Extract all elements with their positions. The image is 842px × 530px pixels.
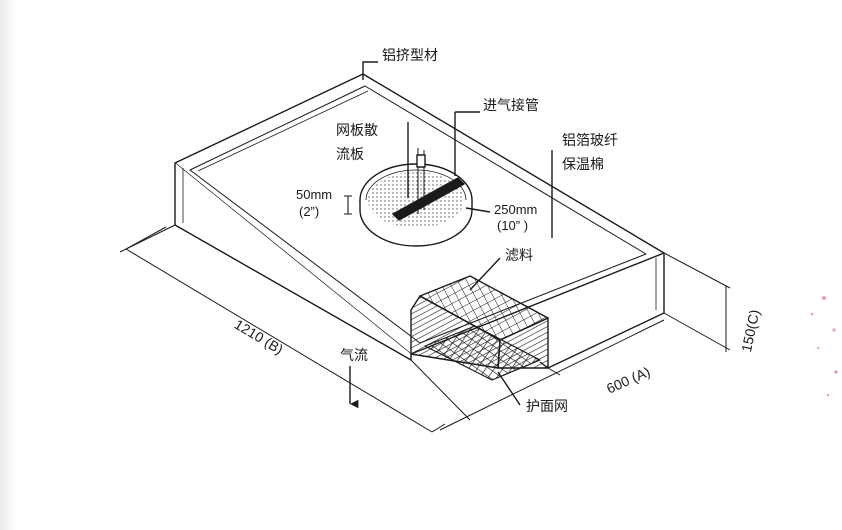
dim-collar-diameter-mm: 250mm: [494, 202, 538, 217]
dim-collar-diameter-in: (10” ): [497, 218, 529, 233]
dim-a-line: [439, 319, 665, 431]
diffuser-bar: [392, 177, 465, 221]
box-top-rim: [189, 85, 647, 344]
label-protective-mesh: 护面网: [526, 399, 568, 415]
label-aluminum-profile: 铝挤型材: [382, 48, 438, 64]
dim-collar-height-in: (2”): [299, 204, 320, 219]
dim-b-line: [125, 226, 446, 433]
collar-dots: [368, 172, 464, 228]
label-mesh-diffuser: 网板散 流板: [336, 123, 378, 163]
label-airflow: 气流: [340, 348, 368, 364]
leader-250: [465, 207, 491, 213]
leader-profile: [362, 61, 378, 80]
scan-edge: [0, 0, 16, 530]
label-foil-insulation: 铝箔玻纤 保温棉: [562, 133, 618, 173]
leader-mesh: [497, 371, 521, 406]
box-left-face: [174, 163, 412, 361]
dim-c-ext-top: [663, 252, 731, 289]
leader-filter: [469, 257, 501, 291]
protective-mesh-panel: [424, 325, 541, 381]
dim-50-bracket: [344, 195, 352, 215]
label-inlet-pipe: 进气接管: [483, 98, 539, 114]
dim-collar-height-mm: 50mm: [296, 187, 333, 202]
dim-b-ext-2: [410, 359, 471, 421]
dim-c-ext-bot: [663, 312, 731, 351]
label-filter-media: 滤料: [505, 248, 533, 264]
scan-marks: [810, 296, 838, 397]
